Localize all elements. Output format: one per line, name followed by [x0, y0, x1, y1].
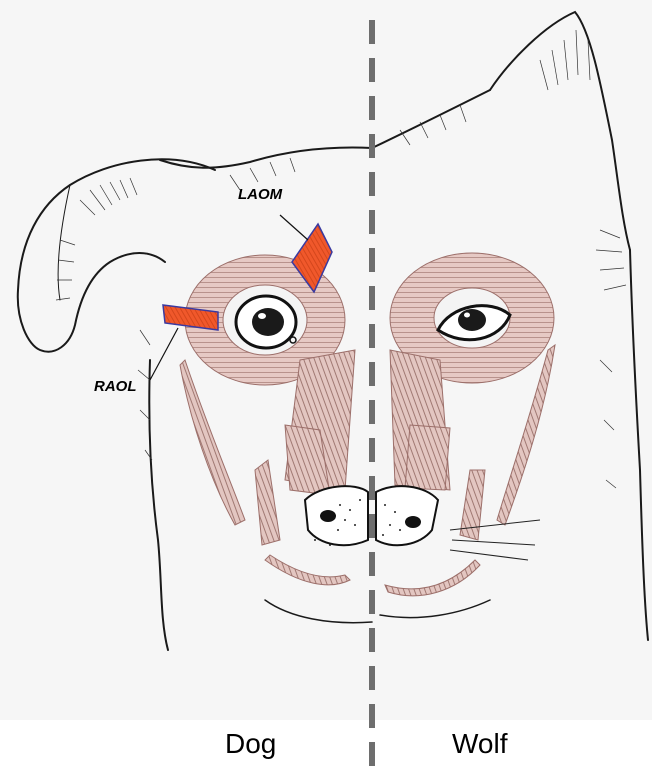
laom-label: LAOM [238, 186, 282, 203]
dog-caption: Dog [225, 728, 276, 760]
raol-label: RAOL [94, 378, 137, 395]
wolf-caption: Wolf [452, 728, 508, 760]
dog-nose [305, 486, 368, 546]
dog-eye [236, 296, 296, 348]
